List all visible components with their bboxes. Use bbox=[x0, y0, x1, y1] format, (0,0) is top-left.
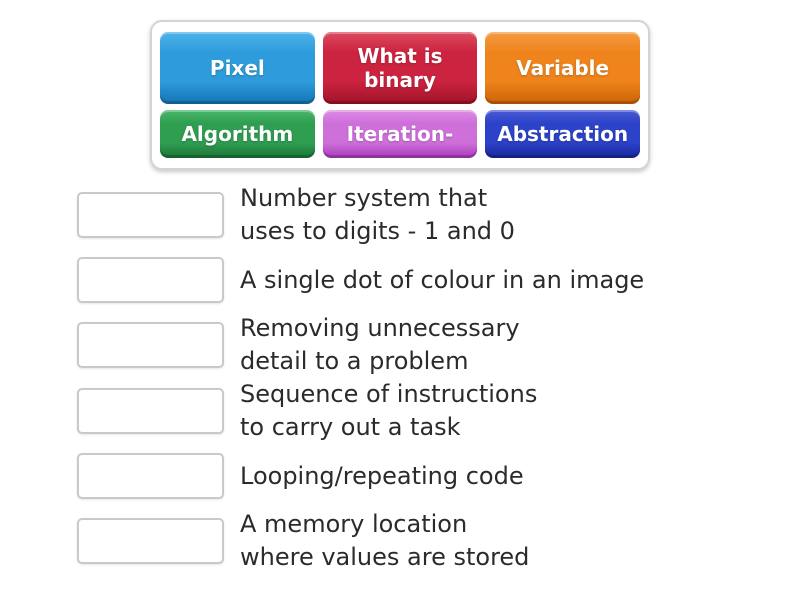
answer-dropzone[interactable] bbox=[77, 518, 224, 564]
match-row: A single dot of colour in an image bbox=[77, 248, 800, 312]
match-row: Looping/repeating code bbox=[77, 444, 800, 508]
term-tile-abstraction[interactable]: Abstraction bbox=[485, 110, 640, 158]
clue-text: Sequence of instructions to carry out a … bbox=[240, 380, 538, 441]
clue-text: Removing unnecessary detail to a problem bbox=[240, 314, 520, 375]
answer-dropzone[interactable] bbox=[77, 453, 224, 499]
match-row: A memory location where values are store… bbox=[77, 508, 800, 574]
answer-dropzone[interactable] bbox=[77, 388, 224, 434]
term-tile-what-is-binary[interactable]: What is binary bbox=[322, 32, 478, 104]
answer-dropzone[interactable] bbox=[77, 192, 224, 238]
clue-text: Looping/repeating code bbox=[240, 461, 524, 490]
term-tiles-panel: Pixel What is binary Variable Algorithm … bbox=[150, 20, 650, 170]
term-tile-pixel[interactable]: Pixel bbox=[160, 32, 315, 104]
clue-text: A memory location where values are store… bbox=[240, 510, 530, 571]
clue-text: A single dot of colour in an image bbox=[240, 265, 645, 294]
match-row: Sequence of instructions to carry out a … bbox=[77, 378, 800, 444]
answer-dropzone[interactable] bbox=[77, 322, 224, 368]
clue-text: Number system that uses to digits - 1 an… bbox=[240, 184, 515, 245]
term-tile-algorithm[interactable]: Algorithm bbox=[160, 110, 315, 158]
term-tile-variable[interactable]: Variable bbox=[485, 32, 640, 104]
match-row: Removing unnecessary detail to a problem bbox=[77, 312, 800, 378]
term-tile-iteration[interactable]: Iteration- bbox=[322, 110, 478, 158]
match-row: Number system that uses to digits - 1 an… bbox=[77, 182, 800, 248]
match-list: Number system that uses to digits - 1 an… bbox=[77, 182, 800, 574]
answer-dropzone[interactable] bbox=[77, 257, 224, 303]
